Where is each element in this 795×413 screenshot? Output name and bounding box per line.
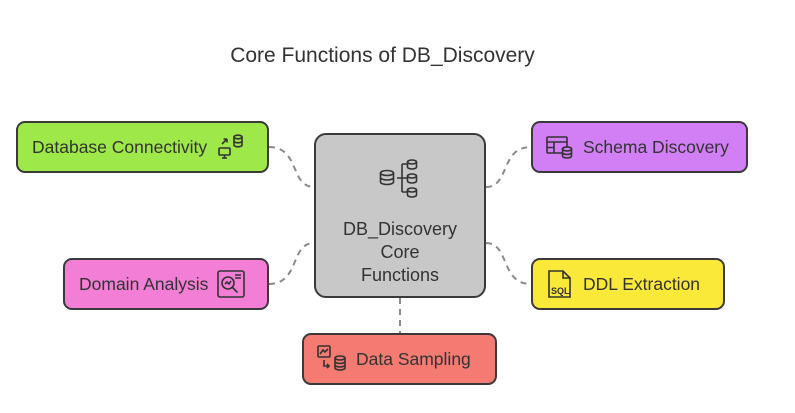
core-label-line-2: Core xyxy=(380,242,420,262)
connector-ddl-extraction xyxy=(485,242,532,285)
schema-table-icon xyxy=(545,132,575,162)
domain-chart-icon xyxy=(216,269,246,299)
node-label: Schema Discovery xyxy=(583,136,729,157)
node-domain-analysis[interactable]: Domain Analysis xyxy=(63,258,269,310)
node-label: DDL Extraction xyxy=(583,273,701,294)
sql-icon-text: SQL xyxy=(551,286,570,296)
core-label-line-3: Functions xyxy=(360,265,440,285)
node-label: Database Connectivity xyxy=(32,136,208,157)
node-label: Data Sampling xyxy=(356,348,471,369)
core-label-line-1: DB_Discovery xyxy=(342,219,458,239)
connector-domain-analysis xyxy=(268,242,315,285)
node-schema-discovery[interactable]: Schema Discovery xyxy=(531,121,748,173)
database-transfer-icon xyxy=(215,132,245,162)
sql-file-icon: SQL xyxy=(545,268,575,300)
database-tree-icon xyxy=(378,157,422,206)
node-label: Domain Analysis xyxy=(79,273,209,294)
node-database-connectivity[interactable]: Database Connectivity xyxy=(16,121,269,173)
sampling-data-icon xyxy=(316,344,348,374)
node-ddl-extraction[interactable]: SQL DDL Extraction xyxy=(531,258,725,310)
core-node[interactable]: DB_Discovery Core Functions xyxy=(314,133,486,298)
diagram-title: Core Functions of DB_Discovery xyxy=(230,44,535,67)
core-label: DB_Discovery Core Functions xyxy=(343,218,457,287)
node-data-sampling[interactable]: Data Sampling xyxy=(302,333,497,385)
connector-schema-discovery xyxy=(485,146,532,188)
connector-database-connectivity xyxy=(268,146,315,188)
